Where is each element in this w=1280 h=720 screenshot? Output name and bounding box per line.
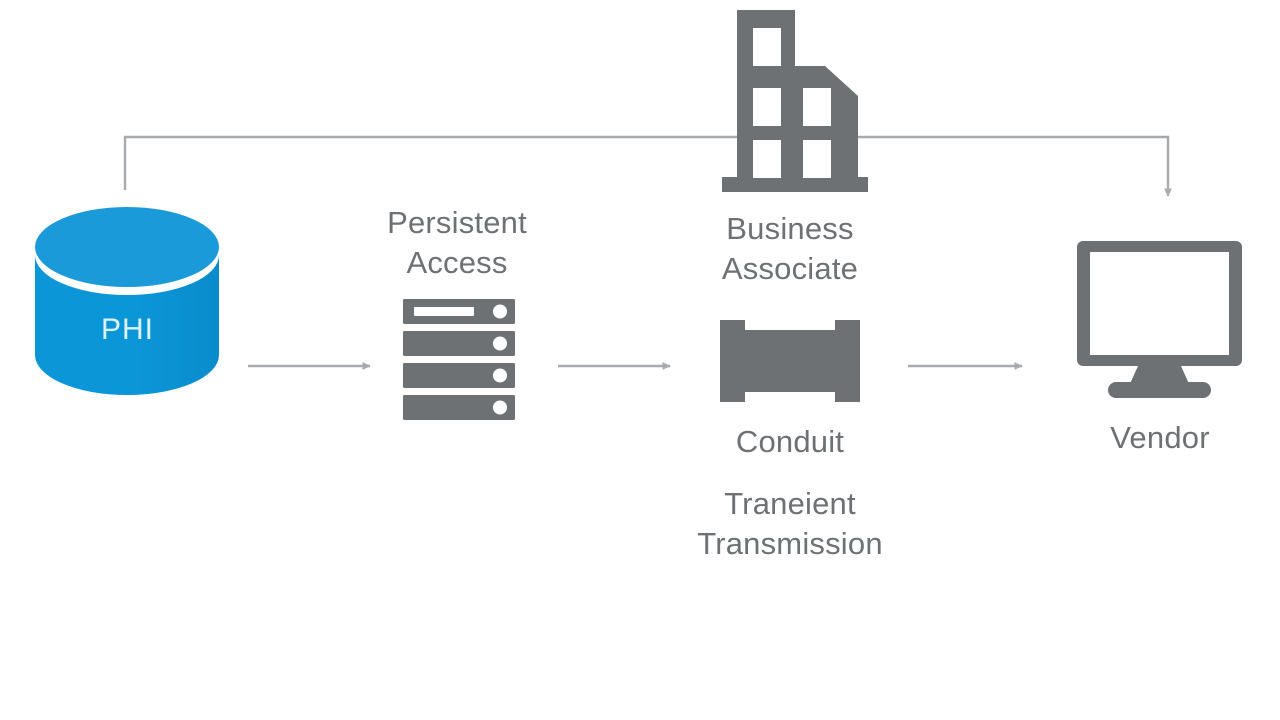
phi-database-label: PHI [100, 313, 154, 346]
transient-transmission-label: Traneient Transmission [697, 486, 883, 561]
database-cylinder-icon [35, 207, 219, 395]
arrow-return-top [123, 135, 1172, 197]
persistent-access-label: Persistent Access [387, 205, 527, 280]
server-rack-icon [403, 299, 515, 420]
conduit-label: Conduit [735, 424, 845, 459]
monitor-display-icon [1077, 241, 1242, 398]
conduit-pipe-icon [720, 320, 860, 402]
business-associate-label: Business Associate [721, 211, 859, 286]
office-building-icon [722, 10, 868, 192]
vendor-label: Vendor [1110, 420, 1210, 455]
